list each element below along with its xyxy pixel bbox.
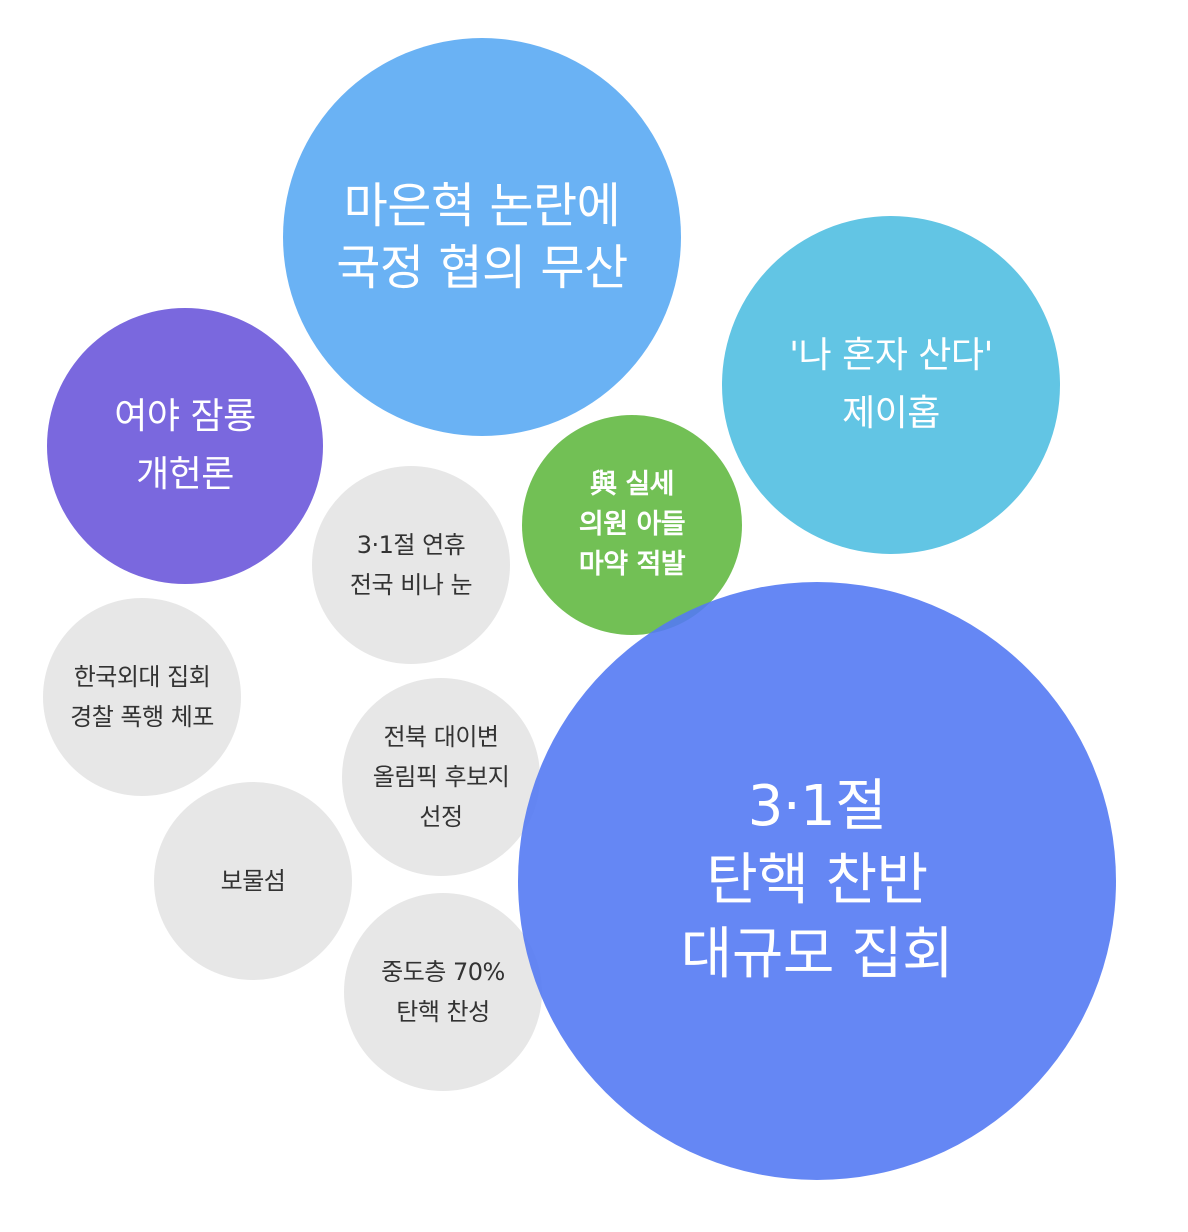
bubble-hufs-label: 한국외대 집회 경찰 폭행 체포 xyxy=(70,657,214,737)
bubble-hufs[interactable]: 한국외대 집회 경찰 폭행 체포 xyxy=(43,598,241,796)
bubble-label-line: 3·1절 연휴 xyxy=(356,531,466,559)
bubble-main-rally-label: 3·1절 탄핵 찬반 대규모 집회 xyxy=(680,770,954,992)
bubble-label-line: 선정 xyxy=(419,803,463,831)
bubble-label-line: 보물섬 xyxy=(220,867,286,895)
bubble-label-line: 올림픽 후보지 xyxy=(372,763,510,791)
bubble-label-line: 전북 대이변 xyxy=(383,723,499,751)
bubble-label-line: 전국 비나 눈 xyxy=(349,571,473,599)
bubble-alone-label: '나 혼자 산다' 제이홉 xyxy=(789,327,993,443)
bubble-label-line: 탄핵 찬반 xyxy=(706,848,928,913)
bubble-label-line: 개헌론 xyxy=(136,454,234,495)
bubble-ma-eunhyuk[interactable]: 마은혁 논란에 국정 협의 무산 xyxy=(283,38,681,436)
bubble-ma-eunhyuk-label: 마은혁 논란에 국정 협의 무산 xyxy=(336,175,628,299)
bubble-label-line: 국정 협의 무산 xyxy=(336,240,628,296)
bubble-label-line: 여야 잠룡 xyxy=(114,396,256,437)
bubble-weather[interactable]: 3·1절 연휴 전국 비나 눈 xyxy=(312,466,510,664)
bubble-centrist-label: 중도층 70% 탄핵 찬성 xyxy=(381,952,505,1032)
bubble-label-line: 마약 적발 xyxy=(578,549,686,580)
bubble-olympic[interactable]: 전북 대이변 올림픽 후보지 선정 xyxy=(342,678,540,876)
bubble-label-line: 경찰 폭행 체포 xyxy=(70,703,214,731)
bubble-drug-label: 與 실세 의원 아들 마약 적발 xyxy=(578,465,686,585)
bubble-constitution[interactable]: 여야 잠룡 개헌론 xyxy=(47,308,323,584)
bubble-label-line: 3·1절 xyxy=(747,774,887,839)
bubble-alone[interactable]: '나 혼자 산다' 제이홉 xyxy=(722,216,1060,554)
bubble-main-rally[interactable]: 3·1절 탄핵 찬반 대규모 집회 xyxy=(518,582,1116,1180)
bubble-label-line: 탄핵 찬성 xyxy=(396,998,490,1026)
bubble-constitution-label: 여야 잠룡 개헌론 xyxy=(114,388,256,504)
bubble-label-line: 중도층 70% xyxy=(381,958,505,986)
bubble-label-line: 마은혁 논란에 xyxy=(343,178,621,234)
bubble-label-line: 의원 아들 xyxy=(578,509,686,540)
bubble-centrist[interactable]: 중도층 70% 탄핵 찬성 xyxy=(344,893,542,1091)
bubble-treasure-label: 보물섬 xyxy=(221,861,286,901)
bubble-drug[interactable]: 與 실세 의원 아들 마약 적발 xyxy=(522,415,742,635)
bubble-label-line: 한국외대 집회 xyxy=(73,663,211,691)
bubble-treasure[interactable]: 보물섬 xyxy=(154,782,352,980)
bubble-olympic-label: 전북 대이변 올림픽 후보지 선정 xyxy=(373,717,510,837)
bubble-label-line: '나 혼자 산다' xyxy=(789,335,993,376)
bubble-label-line: 제이홉 xyxy=(842,393,940,434)
bubble-weather-label: 3·1절 연휴 전국 비나 눈 xyxy=(349,525,473,605)
bubble-label-line: 대규모 집회 xyxy=(680,922,954,987)
bubble-label-line: 與 실세 xyxy=(589,469,675,500)
